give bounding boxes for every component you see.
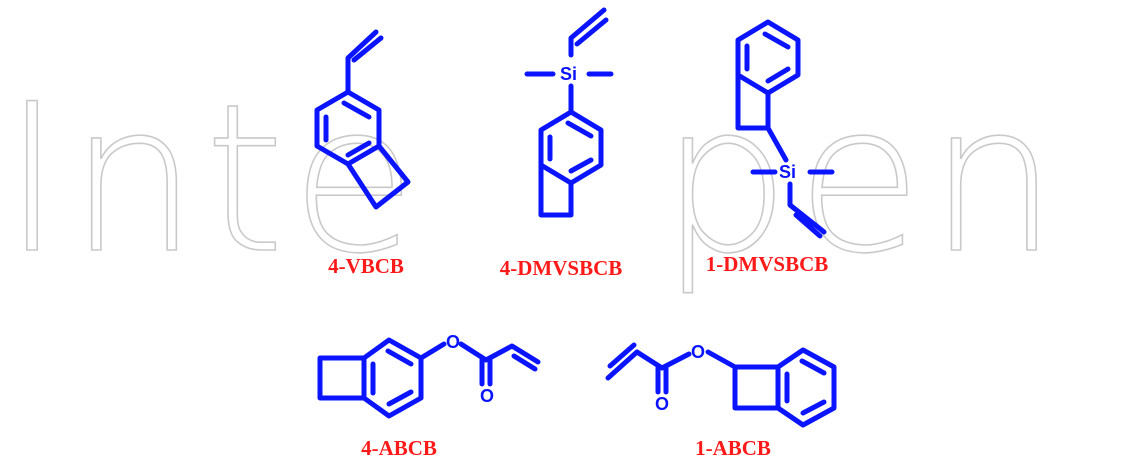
ester-linkage	[418, 341, 541, 372]
vinyl-group	[787, 181, 827, 239]
carbonyl-bond	[479, 357, 493, 387]
cyclobutane-ring	[345, 143, 411, 210]
publisher-watermark: Inte pen	[0, 61, 1140, 299]
atom-label: Si	[560, 64, 577, 84]
ring-inner-bonds	[547, 120, 594, 174]
ring-to-si-bond	[765, 125, 789, 163]
o-ring-bond	[705, 349, 738, 370]
cyclobutane-ring	[538, 162, 574, 218]
compound-label-1-dmvsbcb: 1-DMVSBCB	[705, 252, 829, 276]
cyclobutane-ring	[317, 355, 367, 401]
ring-inner-bonds	[744, 31, 791, 84]
structure-4-dmvsbcb: Si	[524, 7, 614, 218]
compound-label-4-dmvsbcb: 4-DMVSBCB	[499, 256, 623, 280]
structure-4-abcb: O O	[317, 332, 541, 419]
cyclobutane-ring	[735, 72, 771, 131]
structure-1-dmvsbcb: Si	[735, 19, 835, 239]
atom-label: O	[691, 342, 705, 362]
atom-label: O	[480, 386, 494, 406]
structure-1-abcb: O O	[605, 342, 837, 428]
atom-label: O	[655, 394, 669, 414]
ring-inner-bonds	[370, 348, 414, 407]
compound-label-4-abcb: 4-ABCB	[361, 436, 437, 460]
vinyl-group	[345, 29, 384, 95]
cyclobutane-ring	[732, 364, 781, 411]
compound-label-1-abcb: 1-ABCB	[695, 436, 771, 460]
carbonyl-bond	[655, 365, 669, 395]
watermark-text-left: Inte	[1, 61, 423, 299]
acryloyl-group	[605, 342, 692, 381]
compound-label-4-vbcb: 4-VBCB	[328, 254, 404, 278]
benzene-ring	[775, 347, 837, 428]
atom-label: O	[446, 332, 460, 352]
watermark-text-right: pen	[659, 61, 1065, 299]
structure-4-vbcb	[314, 29, 411, 210]
ring-inner-bonds	[323, 100, 372, 158]
ring-inner-bonds	[784, 358, 827, 416]
atom-label: Si	[779, 162, 796, 182]
vinyl-group	[568, 7, 609, 58]
